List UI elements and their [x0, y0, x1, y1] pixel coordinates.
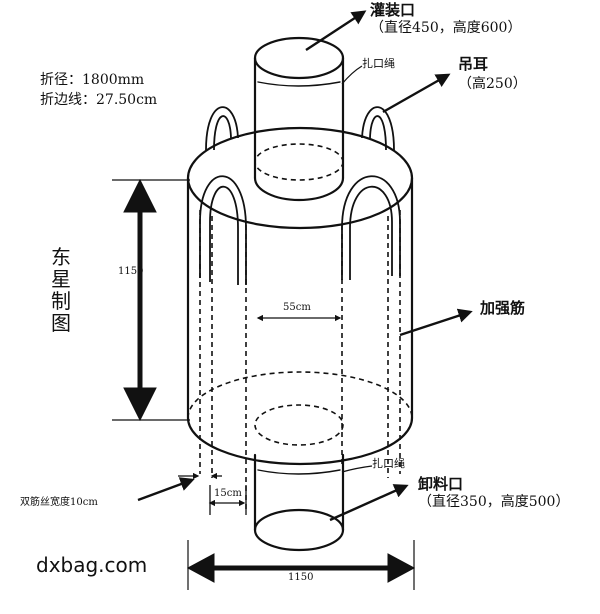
fold-line-label: 折边线：27.50cm [40, 92, 158, 108]
lifting-loop-spec: （高250） [458, 76, 527, 92]
leader-lifting-loop [382, 73, 451, 114]
width-arrow-right [387, 553, 416, 583]
author-vertical-text: 东 星 制 图 [50, 246, 72, 334]
loop-front-right [341, 175, 401, 229]
discharge-port-label: 卸料口 [418, 475, 464, 493]
filling-spout-base [253, 176, 345, 202]
height-arrow-bottom [123, 387, 157, 422]
tie-rope-top-label: 扎口绳 [362, 57, 395, 70]
height-arrow-top [123, 178, 157, 213]
width-arrow-left [186, 553, 215, 583]
loop-front-left [199, 175, 247, 229]
loop-back-right [361, 106, 395, 151]
discharge-port-spec: （直径350，高度500） [418, 494, 570, 510]
filling-port-spec: （直径450，高度600） [370, 20, 522, 36]
height-dimension-label: 1150 [118, 266, 144, 277]
width-dimension-label: 1150 [288, 572, 314, 583]
lifting-loop-label: 吊耳 [458, 55, 489, 73]
filling-spout-top [253, 36, 345, 80]
double-rib-width-label: 双筋丝宽度10cm [20, 497, 98, 508]
leader-discharge-port [329, 484, 409, 522]
rib-spacing-label: 15cm [214, 488, 242, 499]
author-char: 东 [51, 245, 71, 269]
tie-rope-top-mark [257, 81, 341, 87]
discharge-spout-bottom [253, 508, 345, 552]
leader-tie-rope-bottom [341, 465, 373, 473]
filling-port-label: 灌装口 [370, 1, 416, 19]
fold-diameter-label: 折径：1800mm [40, 72, 145, 88]
inner-width-label: 55cm [283, 302, 311, 313]
tie-rope-bottom-label: 扎口绳 [372, 457, 405, 470]
leader-double-rib [137, 477, 195, 502]
author-char: 星 [51, 267, 71, 291]
tie-rope-bottom-mark [257, 469, 341, 475]
leader-reinforcement [399, 308, 473, 337]
website-label: dxbag.com [36, 553, 148, 577]
discharge-spout-top [254, 404, 344, 446]
loop-back-left [205, 106, 239, 151]
bag-bottom-back [187, 371, 413, 419]
author-char: 制 [51, 289, 71, 313]
leader-filling-port [305, 10, 367, 52]
author-char: 图 [51, 311, 71, 335]
reinforcement-label: 加强筋 [480, 299, 526, 317]
leader-tie-rope-top [341, 65, 363, 85]
filling-spout-inner [254, 143, 344, 181]
